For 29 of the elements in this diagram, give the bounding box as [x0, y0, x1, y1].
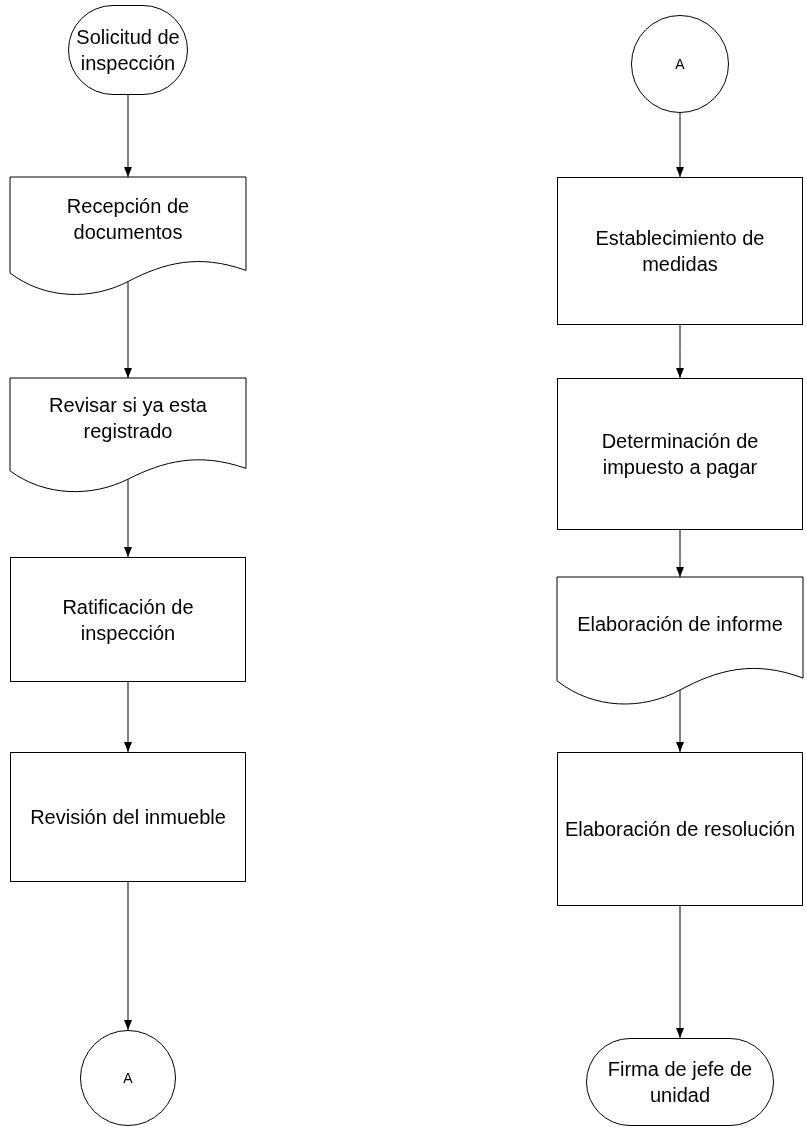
- node-label: Solicitud de inspección: [75, 25, 181, 76]
- arrow: [124, 281, 132, 379]
- process-box: [557, 752, 803, 906]
- node-label: Establecimiento de medidas: [594, 226, 766, 277]
- node-label: Ratificación de inspección: [61, 594, 195, 646]
- arrow: [676, 689, 684, 753]
- node-label: Recepción de documentos: [65, 193, 191, 245]
- node-label: Firma de jefe de unidad: [606, 1057, 754, 1108]
- arrow: [676, 112, 684, 178]
- node-label: A: [674, 54, 686, 74]
- arrow: [676, 324, 684, 379]
- node-label: Revisión del inmueble: [29, 805, 227, 830]
- connector-circle: [80, 1030, 176, 1126]
- process-box: [557, 177, 803, 325]
- node-label: Elaboración de resolución: [563, 817, 797, 842]
- node-label: Elaboración de informe: [576, 611, 784, 637]
- node-label: Revisar si ya esta registrado: [48, 392, 208, 444]
- process-box: [10, 752, 246, 882]
- connector-circle: [631, 15, 729, 113]
- node-label: Determinación de impuesto a pagar: [600, 429, 760, 480]
- process-box: [557, 378, 803, 530]
- arrow: [124, 681, 132, 753]
- arrow: [676, 529, 684, 578]
- arrow: [676, 905, 684, 1039]
- arrow: [124, 478, 132, 558]
- process-box: [10, 557, 246, 682]
- node-label: A: [122, 1068, 134, 1088]
- arrow: [124, 881, 132, 1031]
- arrow: [124, 94, 132, 178]
